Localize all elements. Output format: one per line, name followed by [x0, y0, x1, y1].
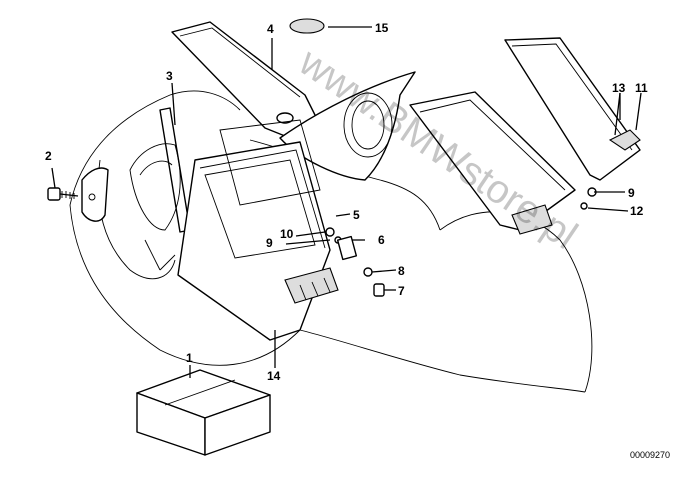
clip-part-11 — [608, 129, 641, 151]
callout-3: 3 — [166, 69, 173, 83]
callout-9-left: 9 — [266, 236, 273, 250]
callout-6: 6 — [378, 233, 385, 247]
callout-4: 4 — [267, 22, 274, 36]
strap-part-3 — [129, 107, 191, 233]
plug-part-15 — [289, 18, 325, 34]
bolt-part-2 — [47, 187, 79, 201]
callout-15: 15 — [375, 21, 389, 35]
callout-12: 12 — [630, 204, 644, 218]
callout-13: 13 — [612, 81, 626, 95]
hardware-parts — [325, 187, 597, 297]
side-bracket — [81, 167, 109, 222]
callout-11: 11 — [635, 81, 648, 95]
callout-7: 7 — [398, 284, 405, 298]
side-cover — [279, 71, 416, 181]
callout-14: 14 — [267, 369, 281, 383]
tray-part-13 — [409, 37, 641, 235]
cover-lid-part-4 — [171, 21, 321, 141]
battery-box-part-14 — [144, 119, 339, 341]
callout-5: 5 — [353, 208, 360, 222]
callout-8: 8 — [398, 264, 405, 278]
reference-number: 00009270 — [630, 450, 670, 460]
callout-2: 2 — [45, 149, 52, 163]
callout-1: 1 — [186, 351, 193, 365]
callout-9-right: 9 — [628, 186, 635, 200]
callout-10: 10 — [280, 227, 294, 241]
leader-lines — [51, 26, 642, 378]
battery-part-1 — [136, 369, 271, 456]
